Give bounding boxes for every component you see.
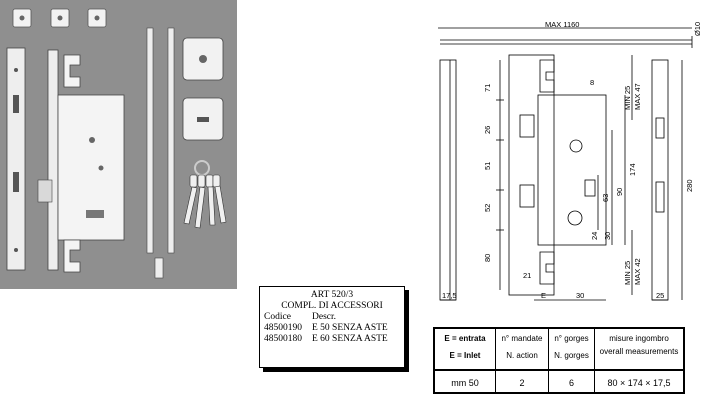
column-header: overall measurements	[599, 347, 679, 356]
spec-item-row: 48500190 E 50 SENZA ASTE	[260, 323, 404, 334]
dim-label: 25	[656, 291, 664, 300]
product-photo	[0, 0, 237, 289]
item-desc: E 50 SENZA ASTE	[312, 323, 388, 333]
item-code: 48500180	[264, 334, 302, 344]
dim-label: 30	[576, 291, 584, 300]
product-photo-illustration	[6, 8, 227, 279]
column-header: n° gorges	[554, 334, 589, 343]
table-cell: mm 50	[451, 378, 479, 388]
spec-table: E = entrata E = Inlet mm 50 n° mandate N…	[433, 327, 685, 394]
table-header	[435, 329, 683, 371]
column-header: N. gorges	[554, 351, 589, 360]
dim-label: 51	[483, 162, 492, 170]
dim-label: E	[541, 291, 546, 300]
dim-label: 280	[685, 179, 694, 192]
column-header: misure ingombro	[609, 334, 669, 343]
dim-label: 71	[483, 84, 492, 92]
table-cell: 80 × 174 × 17,5	[607, 378, 671, 388]
column-header: N. action	[506, 351, 538, 360]
dim-label: 90	[615, 188, 624, 196]
table-column: misure ingombro overall measurements 80 …	[594, 329, 683, 392]
column-header: E = Inlet	[449, 351, 481, 360]
spec-header-row: Codice Descr.	[260, 312, 404, 323]
dim-label: 174	[628, 163, 637, 176]
dim-label: 21	[523, 271, 531, 280]
item-desc: E 60 SENZA ASTE	[312, 334, 388, 344]
min-label: MIN 25	[623, 261, 632, 285]
dim-label: 30	[603, 232, 612, 240]
dim-label: 26	[483, 126, 492, 134]
max-label: MAX 42	[633, 258, 642, 285]
technical-drawing: MAX 1160 Ø10 71 26 51 52 80 21 17,5 E 30…	[438, 20, 702, 301]
dim-label: 80	[483, 254, 492, 262]
table-column: E = entrata E = Inlet mm 50	[435, 329, 495, 392]
dim-label: 8	[590, 78, 594, 87]
spec-subtitle: COMPL. DI ACCESSORI	[281, 301, 383, 311]
max-length-label: MAX 1160	[545, 20, 579, 29]
header-code: Codice	[264, 312, 291, 322]
item-code: 48500190	[264, 323, 302, 333]
art-number: ART 520/3	[310, 290, 354, 300]
table-column: n° gorges N. gorges 6	[548, 329, 594, 392]
spec-card: ART 520/3 COMPL. DI ACCESSORI Codice Desc…	[259, 286, 405, 368]
table-cell: 2	[519, 378, 525, 388]
dim-label: 52	[483, 204, 492, 212]
dim-label: 63	[601, 194, 610, 202]
dim-label: 24	[590, 232, 599, 240]
header-desc: Descr.	[312, 312, 337, 322]
max-label: MAX 47	[633, 83, 642, 110]
dim-label: 17,5	[442, 291, 457, 300]
column-header: E = entrata	[444, 334, 486, 343]
column-header: n° mandate	[501, 334, 543, 343]
table-cell: 6	[568, 378, 574, 388]
table-column: n° mandate N. action 2	[495, 329, 548, 392]
min-label: MIN 25	[623, 86, 632, 110]
spec-item-row: 48500180 E 60 SENZA ASTE	[260, 334, 404, 345]
diameter-label: Ø10	[693, 22, 702, 36]
